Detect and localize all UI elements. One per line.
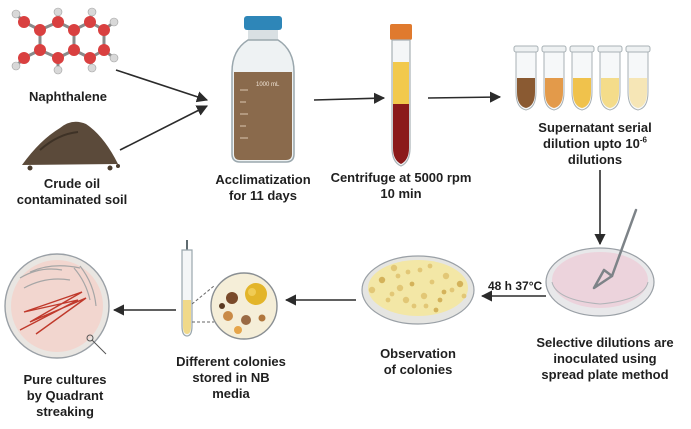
soil-text-line1: Crude oil <box>43 176 101 191</box>
colony-dot-icon <box>417 267 423 273</box>
colony-dot-icon <box>402 296 410 304</box>
colony-dot-icon <box>368 286 376 294</box>
colony-dot-icon <box>456 280 464 288</box>
label-selective-dilutions: Selective dilutions are inoculated using… <box>530 335 680 383</box>
label-centrifuge: Centrifuge at 5000 rpm 10 min <box>330 170 472 202</box>
colony-dot-icon <box>461 293 467 299</box>
dilution-tube-icon <box>513 45 539 111</box>
colony-dot-icon <box>378 276 386 284</box>
colony-dot-icon <box>437 297 443 303</box>
supernatant-text-line2-prefix: dilution upto 10 <box>543 136 640 151</box>
stored-text-line2: stored in NB <box>192 370 270 385</box>
naphthalene-molecule-icon <box>11 7 119 75</box>
label-acclimatization: Acclimatization for 11 days <box>208 172 318 204</box>
colony-dot-icon <box>449 287 455 293</box>
acclim-text-line2: for 11 days <box>229 188 297 203</box>
supernatant-text-line3: dilutions <box>567 152 623 167</box>
dilution-tube-icon <box>597 45 623 111</box>
arrow-soil-to-jar <box>119 105 208 151</box>
colony-dot-icon <box>405 269 411 275</box>
arrow-centrifuge-to-dilution <box>427 91 502 103</box>
colony-dot-icon <box>396 284 404 292</box>
streak-plate-icon <box>4 253 110 359</box>
soil-text-line2: contaminated soil <box>16 192 128 207</box>
supernatant-exponent: -6 <box>639 135 647 145</box>
incubation-label: 48 h 37°C <box>488 279 542 293</box>
naphthalene-text: Naphthalene <box>28 89 107 104</box>
label-pure-cultures: Pure cultures by Quadrant streaking <box>10 372 120 420</box>
label-naphthalene: Naphthalene <box>18 89 118 105</box>
dilution-tubes-icon <box>513 45 651 111</box>
inoculate-text-line1: Selective dilutions are <box>536 335 674 350</box>
pure-text-line1: Pure cultures <box>23 372 107 387</box>
colony-plate-icon <box>361 255 475 325</box>
colony-dot-icon <box>423 303 429 309</box>
acclim-text-line1: Acclimatization <box>215 172 311 187</box>
colony-dot-icon <box>411 303 417 309</box>
stored-colonies-icon <box>181 240 278 340</box>
colony-dot-icon <box>420 292 428 300</box>
dilution-tube-icon <box>541 45 567 111</box>
colony-dot-icon <box>427 263 433 269</box>
inoculate-text-line2: inoculated using <box>553 351 657 366</box>
colony-dot-icon <box>433 307 439 313</box>
jar-volume-label: 1000 mL <box>256 82 280 88</box>
colony-dot-icon <box>389 291 395 297</box>
label-supernatant-dilution: Supernatant serial dilution upto 10-6 di… <box>530 120 660 168</box>
soil-pile-icon <box>22 121 120 171</box>
colony-dot-icon <box>390 264 398 272</box>
spread-plate-icon <box>545 208 655 317</box>
dilution-tube-icon <box>569 45 595 111</box>
colony-dot-icon <box>441 289 447 295</box>
colony-dot-icon <box>395 273 401 279</box>
centrifuge-text-line2: 10 min <box>380 186 422 201</box>
colony-dot-icon <box>385 297 391 303</box>
colony-dot-icon <box>409 281 415 287</box>
stored-text-line1: Different colonies <box>176 354 286 369</box>
stored-text-line3: media <box>212 386 250 401</box>
supernatant-text-line1: Supernatant serial <box>538 120 652 135</box>
observation-text-line2: of colonies <box>383 362 453 377</box>
observation-text-line1: Observation <box>380 346 456 361</box>
arrow-jar-to-centrifuge <box>313 92 386 104</box>
pure-text-line3: streaking <box>36 404 94 419</box>
label-observation: Observation of colonies <box>368 346 468 378</box>
dilution-tube-icon <box>625 45 651 111</box>
label-stored-colonies: Different colonies stored in NB media <box>166 354 296 402</box>
centrifuge-tube-icon <box>390 24 412 167</box>
arrow-naphthalene-to-jar <box>115 69 209 103</box>
label-crude-oil-soil: Crude oil contaminated soil <box>10 176 134 208</box>
colony-dot-icon <box>442 272 450 280</box>
centrifuge-text-line1: Centrifuge at 5000 rpm <box>330 170 472 185</box>
colony-dot-icon <box>429 279 435 285</box>
pure-text-line2: by Quadrant <box>26 388 104 403</box>
acclimatization-jar-icon: 1000 mL <box>231 16 295 163</box>
supernatant-text-line2: dilution upto 10-6 <box>530 136 660 152</box>
inoculate-text-line3: spread plate method <box>541 367 669 382</box>
